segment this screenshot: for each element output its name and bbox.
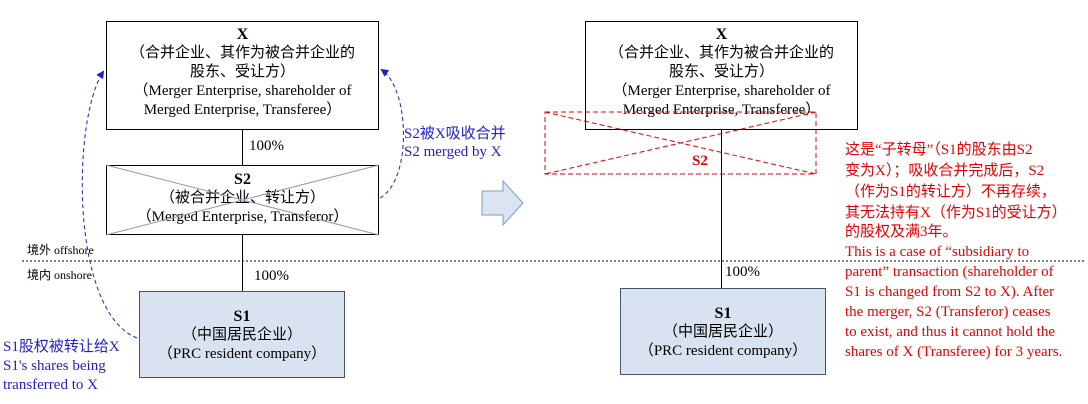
offshore-label: 境外 offshore (27, 243, 94, 257)
right-note-en-3: S1 is changed from S2 to X). After (845, 284, 1055, 300)
right-ownership-pct: 100% (725, 264, 760, 280)
left-s2-title: S2 (234, 171, 251, 188)
right-note-cn-3: （作为S1的转让方）不再存续， (845, 184, 1056, 200)
left-x-desc-cn-1: （合并企业、其作为被合并企业的 (129, 45, 355, 61)
left-x-title: X (236, 26, 249, 43)
transfer-note-en-2: transferred to X (3, 377, 98, 393)
right-x-desc-en-2: Merged Enterprise, Transferee） (622, 102, 821, 118)
right-note-en-6: shares of X (Transferee) for 3 years. (845, 344, 1063, 360)
left-ownership-pct-bottom: 100% (254, 268, 289, 284)
right-s2-ghost-cross-2 (544, 111, 817, 175)
left-x-desc-en-1: （Merger Enterprise, shareholder of (133, 83, 352, 99)
right-note-en-5: to exist, and thus it cannot hold the (845, 324, 1055, 340)
left-s1-desc-cn: （中国居民企业） (181, 327, 302, 343)
left-s1-title: S1 (233, 308, 251, 325)
right-s2-ghost-box (544, 111, 817, 175)
merge-arrow (379, 68, 404, 199)
right-note-en-4: the merger, S2 (Transferor) ceases (845, 304, 1051, 320)
left-s2-desc-en: （Merged Enterprise, Transferor） (136, 209, 349, 225)
transfer-note-en-1: S1's shares being (3, 358, 106, 374)
right-x-s1-connector (721, 130, 722, 288)
left-s2-cross-line-2 (105, 164, 380, 236)
merge-note-en: S2 merged by X (404, 144, 502, 160)
left-s2-desc-cn: （被合并企业、转让方） (159, 190, 325, 206)
right-note-cn-5: 的股权及满3年。 (845, 224, 958, 240)
right-s2-ghost-label: S2 (692, 153, 708, 169)
right-s1-entity-box: S1 （中国居民企业） （PRC resident company） (620, 288, 826, 375)
right-note-cn-2: 变为X）；吸收合并完成后，S2 (845, 163, 1045, 179)
transfer-note-cn: S1股权被转让给X (3, 339, 120, 355)
right-x-desc-cn-1: （合并企业、其作为被合并企业的 (608, 45, 834, 61)
right-x-desc-cn-2: 股东、受让方） (668, 64, 774, 80)
right-note-en-2: parent” transaction (shareholder of (845, 264, 1054, 280)
left-x-s2-connector (242, 130, 243, 165)
right-x-title: X (715, 26, 728, 43)
right-s1-desc-cn: （中国居民企业） (662, 324, 783, 340)
onshore-label: 境内 onshore (27, 268, 92, 282)
left-ownership-pct-top: 100% (249, 138, 284, 154)
left-x-desc-cn-2: 股东、受让方） (189, 64, 295, 80)
right-note-en-1: This is a case of “subsidiary to (845, 244, 1030, 260)
right-s1-desc-en: （PRC resident company） (638, 343, 808, 359)
transition-block-arrow (481, 179, 524, 227)
right-x-desc-en-1: （Merger Enterprise, shareholder of (612, 83, 831, 99)
left-s1-entity-box: S1 （中国居民企业） （PRC resident company） (139, 291, 345, 378)
left-x-entity-box: X （合并企业、其作为被合并企业的 股东、受让方） （Merger Enterp… (106, 21, 379, 130)
right-note-cn-4: 其无法持有X（作为S1的受让方） (845, 205, 1067, 221)
left-s1-desc-en: （PRC resident company） (157, 346, 327, 362)
merge-note-cn: S2被X吸收合并 (404, 126, 506, 142)
left-x-desc-en-2: Merged Enterprise, Transferee） (143, 102, 342, 118)
left-s2-s1-connector (242, 235, 243, 291)
right-s1-title: S1 (714, 305, 732, 322)
transfer-arrow (81, 70, 138, 339)
right-note-cn-1: 这是“子转母”（S1的股东由S2 (845, 142, 1033, 158)
